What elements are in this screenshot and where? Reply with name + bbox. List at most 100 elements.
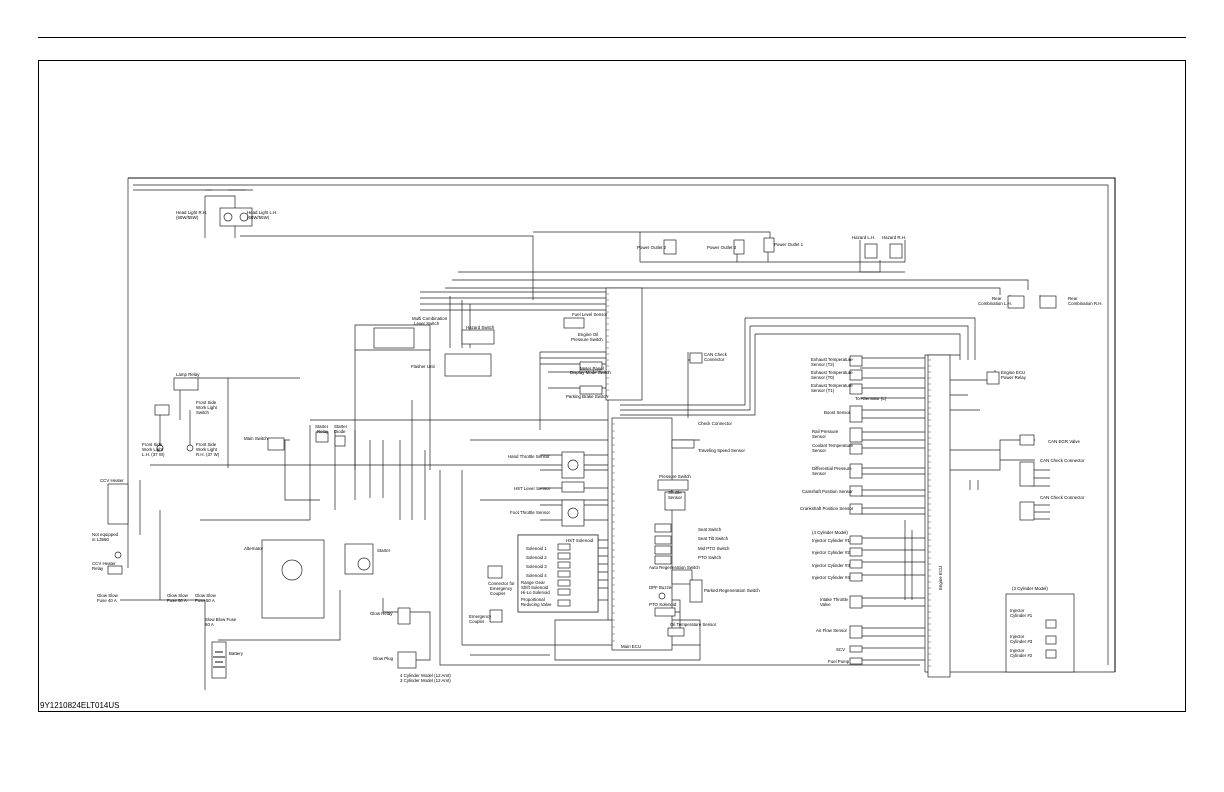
label-cylinder-model-4: (4 Cylinder Model) [812, 530, 848, 535]
label-hand-throttle-sensor: Hand Throttle Sensor [508, 454, 550, 459]
label-glow-relay: Glow Relay [370, 611, 393, 616]
label-alternator: Alternator [244, 546, 264, 551]
label-foot-throttle-sensor: Foot Throttle Sensor [510, 510, 550, 515]
component-symbols [107, 207, 1075, 679]
label-boost-sensor: Boost Sensor [824, 410, 851, 415]
label-head-light-rh: Head Light R.H.(60W/55W) [176, 210, 207, 220]
label-can-check-connector-2: CAN Check Connector [1040, 495, 1085, 500]
label-oil-temperature-sensor: Oil Temperature Sensor [670, 622, 717, 627]
label-fuel-level-sensor: Fuel Level Sensor [572, 312, 608, 317]
pin-code-labels [606, 293, 931, 667]
label-fuel-pump: Fuel Pump [828, 659, 850, 664]
label-parking-brake-switch: Parking Brake Switch [566, 394, 608, 399]
label-head-light-lh: Head Light L.H.(60W/55W) [247, 210, 278, 220]
label-mid-pto-switch: Mid PTO Switch [698, 546, 730, 551]
label-air-flow-sensor: Air Flow Sensor [816, 628, 848, 633]
label-seat-switch: Seat Switch [698, 527, 722, 532]
diagram-frame [38, 60, 1186, 712]
label-engine-ecu: Engine ECU [938, 566, 943, 590]
label-starter: Starter [377, 548, 391, 553]
label-injector-cyl-2: Injector Cylinder #2 [812, 550, 850, 555]
label-meter-panel: Meter Panel [580, 366, 604, 371]
label-can-egr-valve: CAN EGR Valve [1048, 439, 1080, 444]
label-solenoid-2: Solenoid 2 [526, 555, 547, 560]
header-rule [38, 37, 1186, 38]
label-pressure-switch: Pressure Switch [659, 474, 691, 479]
label-hi-lo-solenoid: Hi-Lo Solenoid [521, 590, 550, 595]
label-hazard-lh: Hazard L.H. [852, 235, 875, 240]
label-can-check-connector-1: CAN Check Connector [1040, 458, 1085, 463]
label-to-alternator: To Alternator (L) [855, 396, 887, 401]
label-injector-cyl-1: Injector Cylinder #1 [812, 538, 850, 543]
figure-code: 9Y1210824ELT014US [40, 701, 120, 710]
label-injector-cyl-4: Injector Cylinder #4 [812, 575, 850, 580]
label-lamp-relay: Lamp Relay [176, 372, 200, 377]
label-solenoid-3: Solenoid 3 [526, 564, 547, 569]
label-flasher-unit: Flasher Unit [411, 364, 435, 369]
component-labels: Head Light R.H.(60W/55W) Head Light L.H.… [92, 210, 1103, 683]
label-glow-plug-models: 4 Cylinder Model (12 Amt)3 Cylinder Mode… [400, 673, 451, 683]
label-traveling-speed-sensor: Traveling Speed Sensor [698, 448, 745, 453]
label-parked-regeneration-switch: Parked Regeneration Switch [704, 588, 760, 593]
label-solenoid-1: Solenoid 1 [526, 546, 547, 551]
label-scv: SCV [836, 647, 845, 652]
label-glow-plug: Glow Plug [373, 656, 394, 661]
label-hst-solenoid: HST Solenoid [566, 538, 594, 543]
label-main-ecu: Main ECU [621, 644, 641, 649]
label-battery: Battery [229, 651, 244, 656]
label-pto-solenoid: PTO Solenoid [649, 602, 677, 607]
label-cylinder-model-3: (3 Cylinder Model) [1012, 586, 1048, 591]
label-seat-tilt-switch: Seat Tilt Switch [698, 536, 729, 541]
label-hazard-switch: Hazard Switch [466, 325, 495, 330]
label-dpf-buzzer: DPF Buzzer [649, 585, 673, 590]
label-crankshaft-position-sensor: Crankshaft Position Sensor [800, 506, 854, 511]
label-injector-cyl-3: Injector Cylinder #3 [812, 563, 850, 568]
label-check-connector: Check Connector [698, 421, 732, 426]
label-hst-lever-sensor: HST Lever Sensor [514, 486, 551, 491]
label-display-mode-switch: Display Mode Switch [570, 370, 611, 375]
label-pto-switch: PTO Switch [698, 555, 722, 560]
label-hazard-rh: Hazard R.H. [882, 235, 906, 240]
harness-wires [120, 177, 1116, 690]
label-main-switch: Main Switch [244, 436, 268, 441]
label-power-outlet-1: Power Outlet 1 [774, 242, 804, 247]
label-camshaft-position-sensor: Camshaft Position Sensor [802, 489, 853, 494]
label-ccv-heater: CCV Heater [100, 478, 124, 483]
label-auto-regeneration-switch: Auto Regeneration Switch [649, 565, 700, 570]
label-solenoid-4: Solenoid 4 [526, 573, 547, 578]
label-power-outlet-3: Power Outlet 3 [707, 245, 737, 250]
